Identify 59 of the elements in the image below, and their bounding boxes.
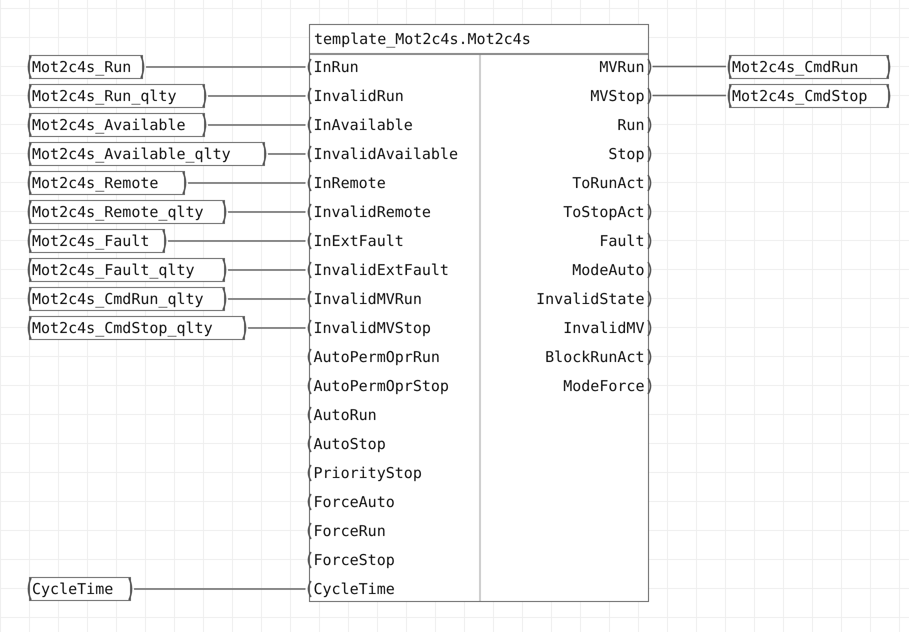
connector-line (228, 211, 306, 213)
variable-box: Mot2c4s_CmdRun_qlty (26, 287, 228, 311)
variable-box: Mot2c4s_Remote (26, 171, 188, 195)
variable-box: Mot2c4s_CmdStop (726, 84, 892, 108)
input-pin: InvalidExtFault (306, 258, 449, 280)
output-pin: ModeForce (563, 374, 652, 396)
input-pin: ForceStop (306, 548, 395, 570)
input-pin: InvalidAvailable (306, 142, 458, 164)
connector-line (188, 182, 306, 184)
input-pin: InvalidRemote (306, 200, 431, 222)
output-pin: Run (617, 114, 652, 136)
variable-box: Mot2c4s_Fault (26, 229, 168, 253)
connector-line (134, 588, 306, 590)
input-pin: AutoPermOprRun (306, 346, 440, 368)
connector-line (248, 327, 306, 329)
input-pin: AutoRun (306, 404, 377, 426)
variable-box: Mot2c4s_Available_qlty (26, 142, 268, 166)
input-pin: AutoStop (306, 432, 386, 454)
input-pin: InvalidRun (306, 84, 404, 106)
input-pin: ForceAuto (306, 490, 395, 512)
connector-line (208, 95, 306, 97)
variable-box: Mot2c4s_Remote_qlty (26, 200, 228, 224)
connector-line (168, 240, 306, 242)
input-pin: AutoPermOprStop (306, 374, 449, 396)
output-pin: BlockRunAct (545, 346, 652, 368)
connector-line (228, 269, 306, 271)
output-pin: ToRunAct (572, 172, 652, 194)
variable-box: Mot2c4s_Fault_qlty (26, 258, 228, 282)
variable-box: Mot2c4s_Run_qlty (26, 84, 208, 108)
input-pin: InAvailable (306, 114, 413, 136)
output-pin: MVRun (599, 56, 652, 78)
input-pin: InRun (306, 56, 359, 78)
connector-line (228, 298, 306, 300)
output-pin: InvalidMV (563, 316, 652, 338)
input-pin: ForceRun (306, 520, 386, 542)
connector-line (268, 153, 306, 155)
variable-box: Mot2c4s_CmdRun (726, 55, 892, 79)
input-pin: InvalidMVStop (306, 316, 431, 338)
function-block (309, 24, 649, 602)
input-pin: InvalidMVRun (306, 288, 422, 310)
variable-box: Mot2c4s_Available (26, 113, 208, 137)
input-pin: CycleTime (306, 578, 395, 600)
output-pin: Fault (599, 230, 652, 252)
connector-line (652, 94, 726, 96)
variable-box: Mot2c4s_Run (26, 55, 146, 79)
output-pin: Stop (608, 142, 652, 164)
variable-box: Mot2c4s_CmdStop_qlty (26, 316, 248, 340)
connector-line (208, 124, 306, 126)
block-title: template_Mot2c4s.Mot2c4s (314, 29, 531, 50)
output-pin: MVStop (590, 84, 652, 106)
output-pin: InvalidState (536, 288, 652, 310)
output-pin: ModeAuto (572, 258, 652, 280)
input-pin: InRemote (306, 172, 386, 194)
connector-line (146, 66, 306, 68)
variable-box: CycleTime (26, 577, 134, 601)
input-pin: InExtFault (306, 230, 404, 252)
input-pin: PriorityStop (306, 462, 422, 484)
output-pin: ToStopAct (563, 200, 652, 222)
connector-line (652, 66, 726, 68)
